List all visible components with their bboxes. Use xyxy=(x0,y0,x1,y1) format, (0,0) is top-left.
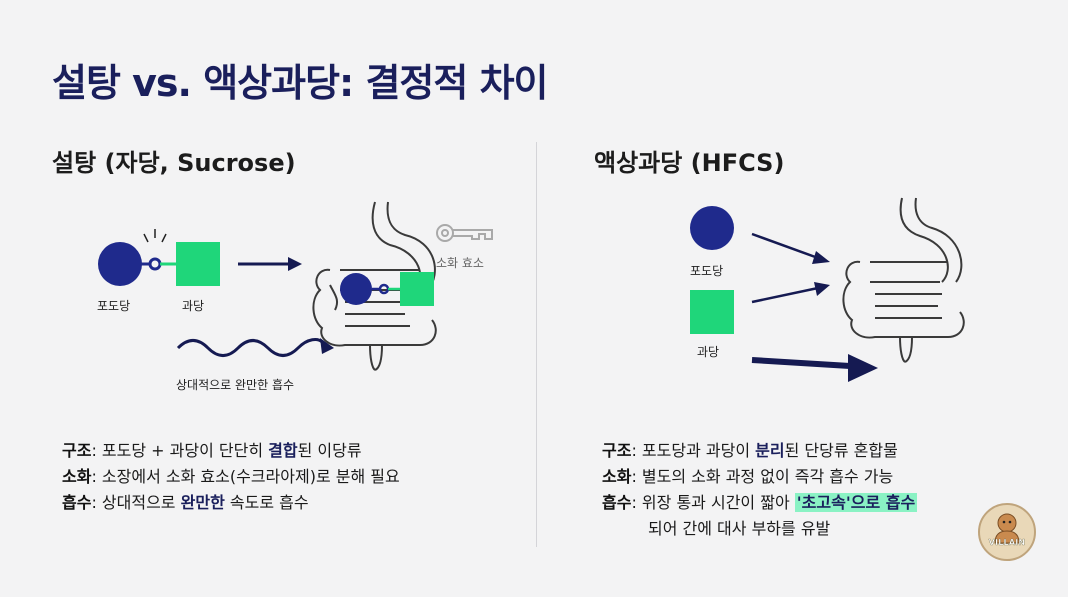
sucrose-description: 구조: 포도당 + 과당이 단단히 결합된 이당류 소화: 소장에서 소화 효소… xyxy=(62,438,400,516)
slow-absorption-arrow xyxy=(176,338,324,357)
absorption-row: 흡수: 상대적으로 완만한 속도로 흡수 xyxy=(62,493,309,512)
glucose-label: 포도당 xyxy=(97,299,131,313)
fructose-molecule xyxy=(176,242,220,286)
sucrose-heading: 설탕 (자당, Sucrose) xyxy=(52,149,296,177)
enzyme-label: 소화 효소 xyxy=(436,256,484,270)
glucose-molecule xyxy=(98,242,142,286)
fructose-molecule xyxy=(690,290,734,334)
fructose-label: 과당 xyxy=(182,299,205,313)
absorption-row: 흡수: 위장 통과 시간이 짧아 '초고속'으로 흡수 xyxy=(602,493,918,512)
badge-label: VILLAIN xyxy=(988,538,1026,547)
sparkle-icon xyxy=(143,233,149,243)
page-title: 설탕 vs. 액상과당: 결정적 차이 xyxy=(52,61,548,105)
key-icon xyxy=(436,224,493,242)
villain-badge: VILLAIN xyxy=(978,503,1036,561)
hfcs-heading: 액상과당 (HFCS) xyxy=(594,149,785,177)
structure-row: 구조: 포도당과 과당이 분리된 단당류 혼합물 xyxy=(602,441,898,460)
glucose-label-hfcs: 포도당 xyxy=(690,264,724,278)
glucose-molecule xyxy=(690,206,734,250)
digestion-row: 소화: 소장에서 소화 효소(수크라아제)로 분해 필요 xyxy=(62,467,400,486)
hfcs-diagram xyxy=(690,197,965,382)
arrow-icon xyxy=(751,232,819,260)
fructose-label-hfcs: 과당 xyxy=(697,345,720,359)
absorption-label: 상대적으로 완만한 흡수 xyxy=(176,378,295,392)
bond-link xyxy=(148,257,162,271)
fast-arrow-icon xyxy=(751,357,851,369)
structure-row: 구조: 포도당 + 과당이 단단히 결합된 이당류 xyxy=(62,441,362,460)
intestine-icon xyxy=(842,197,965,363)
hfcs-description: 구조: 포도당과 과당이 분리된 단당류 혼합물 소화: 별도의 소화 과정 없… xyxy=(602,438,918,542)
sucrose-diagram xyxy=(98,201,493,371)
digestion-row: 소화: 별도의 소화 과정 없이 즉각 흡수 가능 xyxy=(602,467,894,486)
absorption-row-cont: 되어 간에 대사 부하를 유발 xyxy=(648,519,831,538)
divider xyxy=(536,142,537,547)
